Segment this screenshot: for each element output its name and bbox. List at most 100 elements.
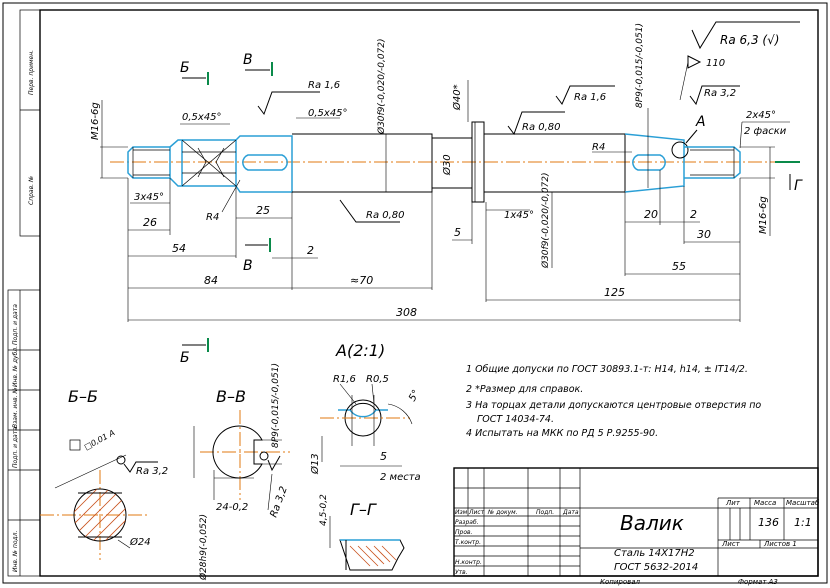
tb-name: Валик: [620, 511, 684, 535]
stamp-text-4: Инв. № дубл.: [12, 346, 19, 387]
ra08-bottom: Ra 0,80: [366, 210, 405, 221]
note-2: 2 *Размер для справок.: [466, 384, 583, 395]
ra16-left: Ra 1,6: [308, 80, 340, 91]
vv-24: 24-0,2: [216, 502, 248, 513]
ra08-top: Ra 0,80: [522, 122, 561, 133]
tb-mass-header: Масса: [754, 499, 776, 507]
tb-format: Формат А3: [738, 578, 778, 586]
dim-angle-110: 110: [706, 58, 725, 69]
dim-chamfer-05b: 0,5x45°: [308, 108, 348, 119]
note-3b: ГОСТ 14034-74.: [477, 414, 554, 425]
bb-ra32: Ra 3,2: [136, 466, 168, 477]
tb-row-1: Лист: [468, 509, 485, 516]
dim-chamfer-3: 3x45°: [134, 192, 164, 203]
dim-d30-bottom: Ø30f9(-0,020/-0,072): [540, 172, 551, 269]
tb-scale: 1:1: [794, 516, 812, 529]
tb-sheets: Листов 1: [763, 540, 797, 548]
vv-key: 8P9(-0,015/-0,051): [271, 363, 281, 448]
dim-m16-right: M16-6g: [758, 196, 769, 234]
vv-title: В–В: [216, 387, 246, 406]
tb-row-2: № докум.: [487, 509, 518, 516]
tb-lit-header: Лит: [725, 499, 741, 507]
section-gg: Г–Г 4,5-0,2: [319, 494, 405, 571]
a-d13: Ø13: [309, 453, 321, 475]
dim-26: 26: [143, 216, 157, 229]
a-title: А(2:1): [335, 341, 385, 360]
section-markers: Б В В Б А Г: [180, 52, 803, 366]
view-a: А(2:1) R1,6 R0,5 5° Ø13 5 2 места: [309, 341, 422, 483]
dim-chamfer-05a: 0,5x45°: [182, 112, 222, 123]
dim-20: 20: [644, 208, 658, 221]
dim-308: 308: [396, 306, 417, 319]
bb-tolerance: □0,01 А: [83, 428, 117, 452]
stamp-text-3: Подп. и дата: [12, 304, 19, 345]
general-roughness: Ra 6,3 (√): [691, 21, 800, 50]
tb-row-4: Дата: [562, 509, 579, 516]
general-roughness-text: Ra 6,3 (√): [720, 33, 779, 47]
dim-55: 55: [672, 260, 686, 273]
marker-v-bottom: В: [243, 258, 253, 274]
stamp-text-7: Инв. № подл.: [12, 531, 19, 572]
tb-material-1: Сталь 14Х17Н2: [614, 548, 695, 559]
tb-row-3: Подп.: [536, 509, 554, 516]
tb-role-2: Т.контр.: [455, 539, 481, 546]
stamp-text-1: Перв. примен.: [28, 50, 35, 95]
a-5: 5: [380, 450, 387, 463]
dim-5: 5: [454, 226, 461, 239]
a-angle: 5°: [407, 388, 422, 403]
note-3: 3 На торцах детали допускаются центровые…: [466, 400, 761, 411]
dimensions: M16-6g 0,5x45° 0,5x45° 3x45° Ø30f9(-0,02…: [90, 23, 790, 322]
stamp-text-2: Справ. №: [28, 176, 35, 205]
tb-role-0: Разраб.: [455, 519, 479, 526]
side-stamp: Перв. примен. Справ. № Подп. и дата Инв.…: [7, 9, 41, 577]
stamp-text-6: Подп. и дата: [12, 427, 19, 468]
a-places: 2 места: [380, 472, 421, 483]
bb-d24: Ø24: [129, 536, 151, 548]
tb-sheet: Лист: [721, 540, 741, 548]
note-1: 1 Общие допуски по ГОСТ 30893.1-т: H14, …: [466, 364, 748, 375]
dim-two-chamfers: 2 фаски: [744, 126, 787, 137]
dim-key8: 8P9(-0,015/-0,051): [635, 23, 645, 108]
stamp-text-5: Взам. инв. №: [12, 387, 19, 428]
dim-d30-top: Ø30f9(-0,020/-0,072): [376, 38, 387, 135]
note-4: 4 Испытать на МКК по РД 5 Р.9255-90.: [466, 428, 658, 439]
dim-chamfer-1: 1x45°: [504, 210, 534, 221]
dim-r4-left: R4: [206, 212, 219, 223]
tb-material-2: ГОСТ 5632-2014: [614, 562, 698, 573]
shaft-main-view: [110, 121, 790, 203]
tb-mass: 136: [758, 516, 779, 529]
technical-notes: 1 Общие допуски по ГОСТ 30893.1-т: H14, …: [466, 364, 761, 439]
a-r16: R1,6: [333, 374, 356, 385]
dim-84: 84: [204, 274, 218, 287]
tb-scale-header: Масштаб: [786, 499, 820, 507]
tb-copied: Копировал: [600, 578, 641, 586]
marker-b-bottom: Б: [180, 350, 190, 366]
dim-2b: 2: [690, 208, 697, 221]
marker-v-top: В: [243, 52, 253, 68]
tb-role-3: Н.контр.: [455, 559, 482, 566]
dim-d30: Ø30: [441, 154, 453, 176]
roughness-marks: Ra 1,6 Ra 1,6 Ra 0,80 Ra 0,80 Ra 3,2: [257, 80, 740, 223]
gg-title: Г–Г: [350, 500, 377, 519]
marker-a: А: [695, 114, 706, 130]
dim-25: 25: [256, 204, 270, 217]
vv-ra32: Ra 3,2: [268, 485, 289, 519]
ra16-right: Ra 1,6: [574, 92, 606, 103]
marker-g: Г: [794, 178, 803, 194]
dim-30b: 30: [697, 228, 711, 241]
marker-b-top: Б: [180, 60, 190, 76]
dim-54: 54: [172, 242, 186, 255]
tb-role-1: Пров.: [455, 529, 473, 536]
dim-r4-right: R4: [592, 142, 605, 153]
dim-d40: Ø40*: [451, 84, 463, 111]
gg-45: 4,5-0,2: [319, 494, 329, 526]
vv-d28: Ø28h9(-0,052): [198, 514, 209, 581]
dim-125: 125: [604, 286, 625, 299]
dim-70: ≈70: [350, 274, 373, 287]
tb-row-0: Изм: [455, 509, 468, 516]
dim-2a: 2: [307, 244, 314, 257]
section-bb: Б–Б □0,01 А Ra 3,2 Ø24: [40, 387, 168, 560]
section-vv: В–В 8P9(-0,015/-0,051) Ra 3,2 24-0,2 Ø28…: [193, 363, 290, 581]
title-block: Изм Лист № докум. Подп. Дата Разраб. Про…: [453, 467, 820, 586]
